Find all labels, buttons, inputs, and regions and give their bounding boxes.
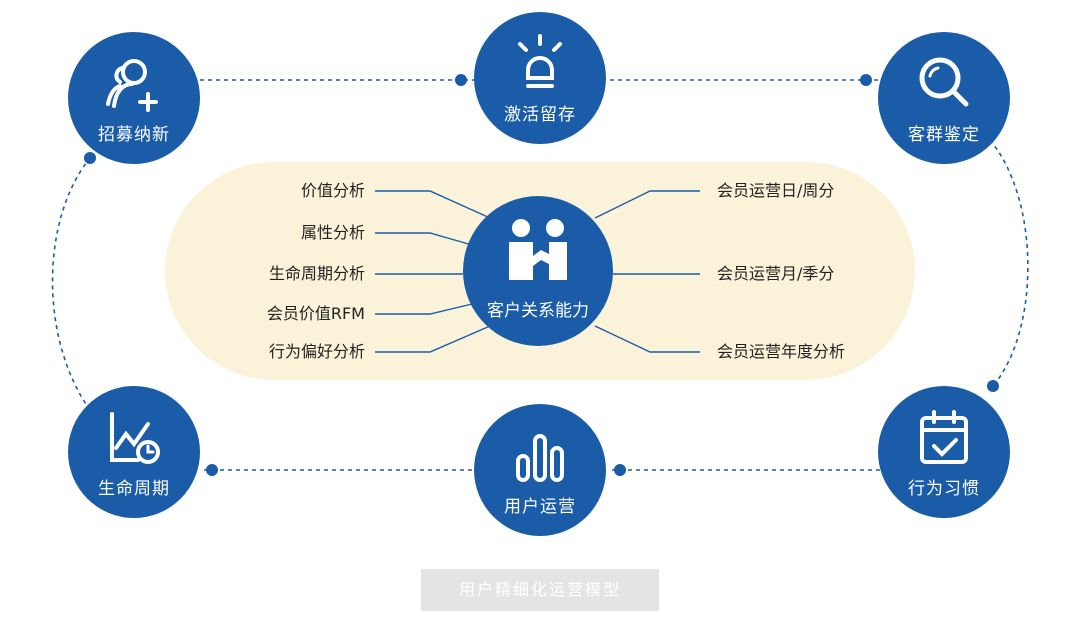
bar-chart-icon	[516, 434, 564, 482]
left-item-attribute: 属性分析	[300, 223, 365, 242]
center-node: 客户关系能力	[463, 196, 613, 346]
node-recruit-label: 招募纳新	[98, 125, 170, 145]
right-item-monthly-quarterly: 会员运营月/季分	[717, 264, 835, 283]
node-activate: 激活留存	[474, 12, 606, 144]
handshake-people-icon	[509, 219, 567, 280]
lightbulb-icon	[518, 34, 562, 88]
node-operation: 用户运营	[474, 404, 606, 536]
left-item-value: 价值分析	[300, 181, 365, 200]
node-segment-label: 客群鉴定	[908, 125, 980, 145]
node-segment: 客群鉴定	[878, 32, 1010, 164]
cycle-dots	[84, 74, 999, 476]
node-habit: 行为习惯	[878, 386, 1010, 518]
right-item-annual: 会员运营年度分析	[717, 342, 846, 361]
calendar-check-icon	[920, 410, 968, 464]
cycle-dashed-path	[51, 79, 1029, 471]
center-label: 客户关系能力	[487, 301, 589, 321]
magnifier-icon	[919, 57, 969, 107]
left-item-lifecycle: 生命周期分析	[268, 264, 365, 283]
right-item-daily-weekly: 会员运营日/周分	[717, 181, 835, 200]
center-connectors	[375, 190, 700, 353]
left-item-rfm: 会员价值RFM	[266, 304, 365, 323]
diagram-caption: 用户精细化运营模型	[421, 569, 659, 611]
node-habit-label: 行为习惯	[908, 479, 980, 499]
node-lifecycle-label: 生命周期	[98, 479, 170, 499]
node-operation-label: 用户运营	[504, 497, 576, 517]
growth-chart-clock-icon	[110, 412, 160, 464]
node-lifecycle: 生命周期	[68, 386, 200, 518]
node-activate-label: 激活留存	[504, 105, 576, 125]
add-user-icon	[106, 59, 158, 112]
node-recruit: 招募纳新	[68, 32, 200, 164]
left-item-preference: 行为偏好分析	[268, 342, 365, 361]
